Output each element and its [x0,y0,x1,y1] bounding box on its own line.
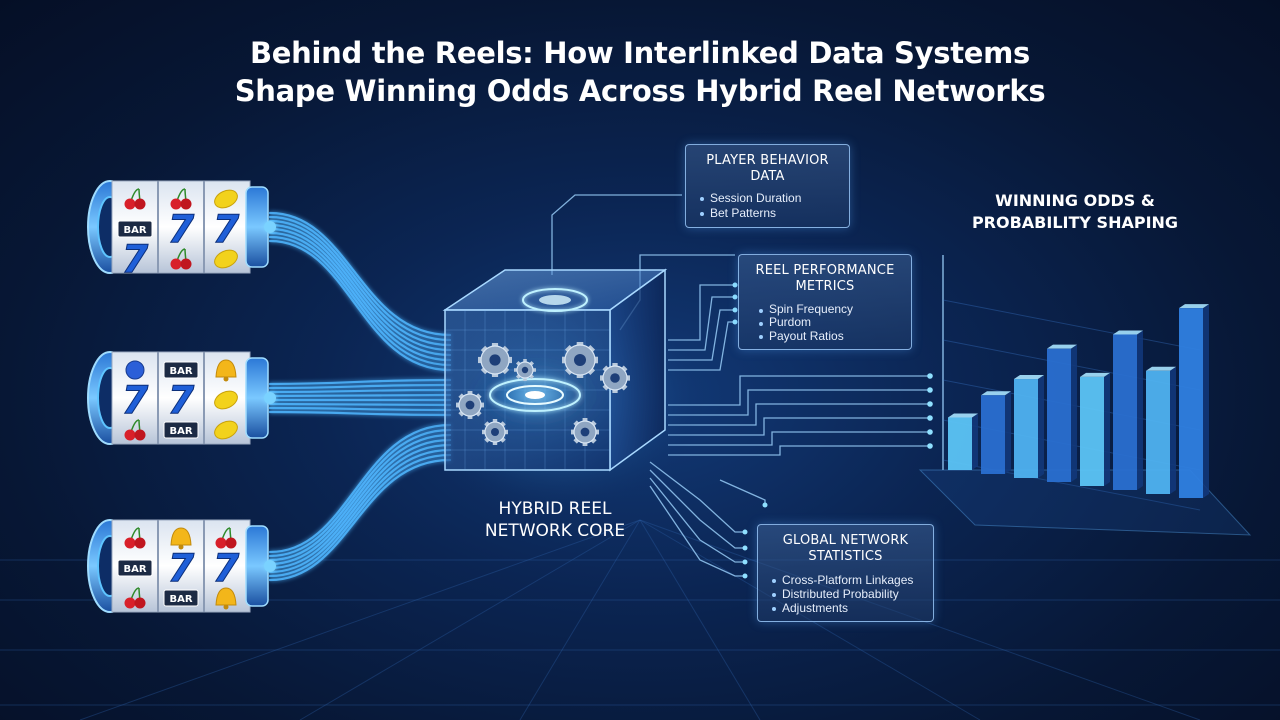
chart-bar [1179,304,1209,498]
chart-bar [1113,330,1143,490]
chart-bar [1047,344,1077,482]
player-behavior-panel: PLAYER BEHAVIOR DATA Session Duration Be… [685,144,850,228]
chart-bar [948,413,978,470]
data-cable [268,453,452,578]
data-cable [268,211,452,337]
reel-performance-title: REEL PERFORMANCE METRICS [755,263,895,294]
gear-icon [478,343,512,377]
list-item: Cross-Platform Linkages [772,573,933,587]
global-network-panel: GLOBAL NETWORK STATISTICS Cross-Platform… [757,524,934,622]
hybrid-reel-network-core-cube [405,268,705,515]
player-behavior-title: PLAYER BEHAVIOR DATA [706,153,829,184]
data-cable [268,223,452,352]
list-item: Session Duration [700,191,849,206]
svg-text:BAR: BAR [169,426,192,437]
svg-text:BAR: BAR [169,366,192,377]
gear-icon [456,391,484,419]
seven-symbol: 7 [167,378,195,423]
gear-icon [600,363,630,393]
bar-symbol: BAR [163,589,199,607]
bar-symbol: BAR [163,361,199,379]
lemon-icon [214,390,238,410]
svg-text:7: 7 [168,378,195,422]
data-cable [268,443,452,570]
svg-text:7: 7 [168,207,195,251]
list-item: Purdom [759,316,911,329]
seven-symbol: 7 [167,546,195,591]
gear-icon [514,359,536,381]
chart-bar [1080,372,1110,486]
svg-text:BAR: BAR [123,225,146,236]
chart-bar [1014,375,1044,478]
seven-symbol: 7 [212,207,240,252]
svg-text:7: 7 [213,546,240,590]
cherry-icon [215,527,237,549]
list-item: Distributed Probability [772,587,933,601]
circuit-lines [551,194,928,577]
global-network-title: GLOBAL NETWORK STATISTICS [782,533,909,564]
bell-icon [215,359,237,382]
gear-icons [456,342,630,446]
reel-performance-panel: REEL PERFORMANCE METRICS Spin Frequency … [738,254,912,350]
list-item: Bet Patterns [700,206,849,221]
title-line-2: Shape Winning Odds Across Hybrid Reel Ne… [234,74,1046,108]
svg-text:7: 7 [122,237,149,281]
list-item: Spin Frequency [759,303,911,316]
chart-area [918,255,1252,536]
data-cable [268,458,452,582]
lemon-icon [214,249,238,269]
svg-text:7: 7 [168,546,195,590]
bar-symbol: BAR [117,220,153,238]
gear-icon [482,419,508,445]
bar-symbol: BAR [117,559,153,577]
plum-icon [125,360,145,380]
circuit-nodes [732,282,933,579]
data-cable [268,448,452,574]
svg-text:BAR: BAR [169,594,192,605]
data-cable [268,438,452,566]
chart-bar [1146,366,1176,494]
gear-icon [571,418,599,446]
data-cable [268,219,452,347]
bar-symbol: BAR [163,421,199,439]
chart-bar [981,391,1011,474]
svg-text:7: 7 [213,207,240,251]
seven-symbol: 7 [167,207,195,252]
cherry-icon [170,188,192,210]
seven-symbol: 7 [212,546,240,591]
list-item: Payout Ratios [759,329,911,343]
list-item-continued: Adjustments [772,601,933,615]
chart-title: WINNING ODDS & PROBABILITY SHAPING [971,191,1179,232]
cherry-icon [170,248,192,270]
page-title: Behind the Reels: How Interlinked Data S… [0,34,1280,110]
cherry-icon [124,188,146,210]
core-label: HYBRID REEL NETWORK CORE [484,499,626,541]
bell-icon [170,527,192,550]
svg-text:7: 7 [122,378,149,422]
title-line-1: Behind the Reels: How Interlinked Data S… [249,36,1031,70]
svg-text:BAR: BAR [123,564,146,575]
cherry-icon [124,587,146,609]
data-cable [268,215,452,342]
cherry-icon [124,527,146,549]
lemon-icon [214,420,238,440]
cherry-icon [124,419,146,441]
gear-icon [562,342,598,378]
bell-icon [215,587,237,610]
seven-symbol: 7 [121,378,149,423]
lemon-icon [214,189,238,209]
seven-symbol: 7 [121,237,149,282]
